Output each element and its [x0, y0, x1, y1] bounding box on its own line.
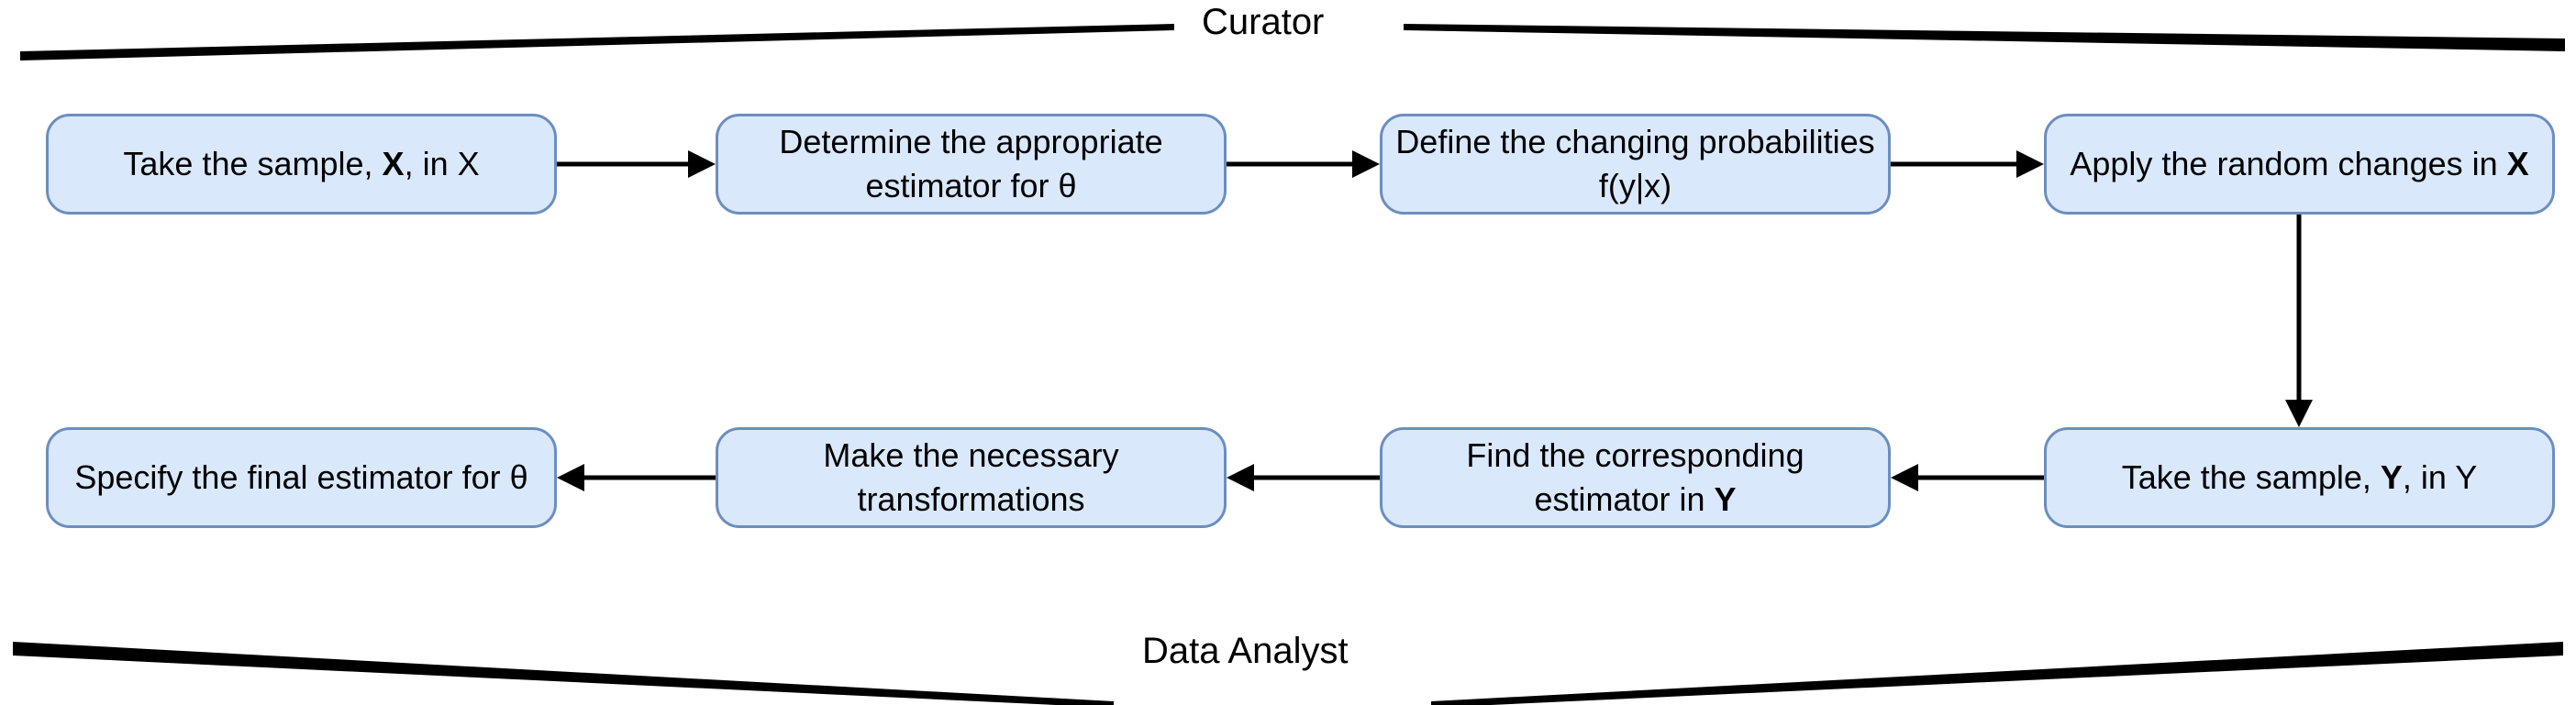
node-find-corresponding-estimator[interactable]: Find the corresponding estimator in Y	[1380, 427, 1891, 528]
node-label: Find the corresponding estimator in Y	[1466, 436, 1804, 518]
node-take-sample-x[interactable]: Take the sample, X, in X	[46, 114, 557, 215]
edge-n4-n5	[2285, 215, 2313, 427]
node-label: Determine the appropriate estimator for …	[779, 123, 1163, 204]
node-make-transformations[interactable]: Make the necessary transformations	[716, 427, 1227, 528]
edge-n7-n8	[557, 464, 716, 491]
edge-n2-n3	[1227, 150, 1380, 178]
node-apply-random-changes[interactable]: Apply the random changes in X	[2044, 114, 2555, 215]
curator-lane-label: Curator	[1202, 2, 1325, 42]
node-label: Take the sample, X, in X	[123, 145, 480, 183]
edge-n1-n2	[557, 150, 716, 178]
node-take-sample-y[interactable]: Take the sample, Y, in Y	[2044, 427, 2555, 528]
node-label: Specify the final estimator for θ	[74, 458, 528, 497]
edge-n5-n6	[1891, 464, 2044, 491]
node-specify-final-estimator[interactable]: Specify the final estimator for θ	[46, 427, 557, 528]
edge-n6-n7	[1227, 464, 1380, 491]
node-define-probabilities[interactable]: Define the changing probabilities f(y|x)	[1380, 114, 1891, 215]
edge-n3-n4	[1891, 150, 2044, 178]
node-label: Apply the random changes in X	[2070, 145, 2529, 183]
node-label: Define the changing probabilities f(y|x)	[1395, 123, 1875, 204]
node-label: Make the necessary transformations	[823, 436, 1119, 518]
data-analyst-lane-label: Data Analyst	[1142, 631, 1349, 671]
node-determine-estimator[interactable]: Determine the appropriate estimator for …	[716, 114, 1227, 215]
node-label: Take the sample, Y, in Y	[2121, 458, 2478, 497]
